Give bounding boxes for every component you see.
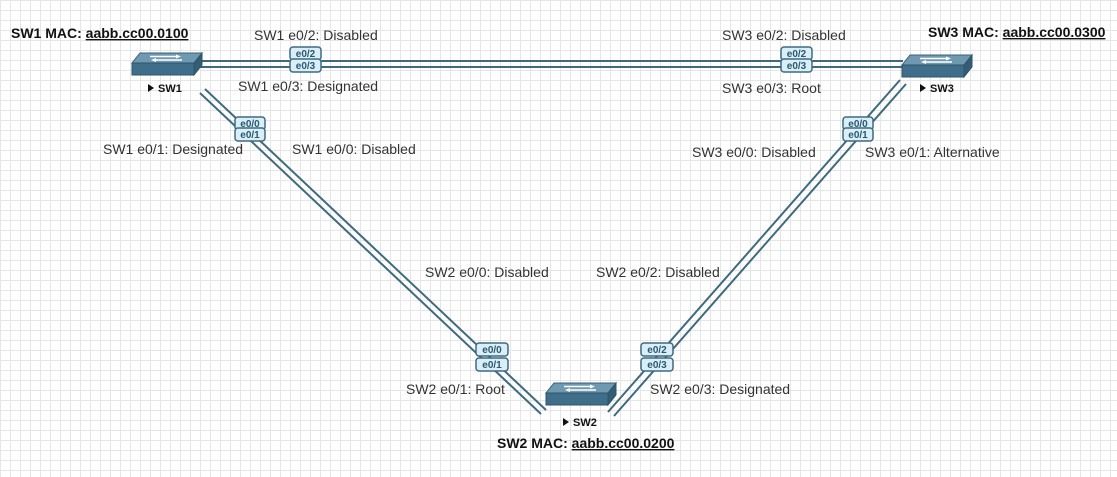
sw1-name-label: SW1	[148, 83, 182, 95]
label-sw1-e01-state: SW1 e0/1: Designated	[103, 141, 243, 157]
port-sw2-e02[interactable]: e0/2	[640, 342, 674, 357]
switch-sw1[interactable]	[131, 52, 203, 76]
sw3-name-label: SW3	[920, 83, 954, 95]
svg-text:e0/3: e0/3	[296, 61, 316, 72]
play-icon	[148, 84, 154, 92]
svg-text:SW1: SW1	[158, 83, 182, 95]
svg-text:e0/2: e0/2	[787, 49, 807, 60]
label-sw1-e02-state: SW1 e0/2: Disabled	[254, 27, 378, 43]
port-sw1-e01[interactable]: e0/1	[234, 127, 266, 142]
sw3-mac-label: SW3 MAC: aabb.cc00.0300	[928, 24, 1106, 40]
label-sw1-e00-state: SW1 e0/0: Disabled	[292, 141, 416, 157]
svg-text:e0/0: e0/0	[848, 119, 868, 130]
svg-text:e0/1: e0/1	[848, 130, 868, 141]
port-sw2-e00[interactable]: e0/0	[475, 342, 509, 357]
port-sw1-e03[interactable]: e0/3	[289, 58, 322, 73]
label-sw3-e00-state: SW3 e0/0: Disabled	[692, 144, 816, 160]
port-sw2-e03[interactable]: e0/3	[640, 357, 674, 372]
sw2-name-label: SW2	[563, 417, 597, 429]
port-sw3-e02[interactable]: e0/2	[780, 46, 813, 61]
switch-sw2[interactable]	[545, 382, 617, 406]
port-sw3-e00[interactable]: e0/0	[842, 116, 874, 131]
svg-text:SW2: SW2	[573, 417, 597, 429]
svg-text:e0/3: e0/3	[787, 61, 807, 72]
label-sw3-e01-state: SW3 e0/1: Alternative	[865, 144, 1000, 160]
svg-text:e0/2: e0/2	[296, 49, 316, 60]
port-sw2-e01[interactable]: e0/1	[475, 357, 509, 372]
svg-text:e0/1: e0/1	[240, 130, 260, 141]
label-sw2-e00-state: SW2 e0/0: Disabled	[425, 264, 549, 280]
svg-text:e0/0: e0/0	[482, 345, 502, 356]
port-sw3-e01[interactable]: e0/1	[842, 127, 874, 142]
port-sw1-e02[interactable]: e0/2	[289, 46, 322, 61]
svg-text:SW3: SW3	[930, 83, 954, 95]
sw1-mac-label: SW1 MAC: aabb.cc00.0100	[11, 25, 189, 41]
play-icon	[920, 84, 926, 92]
label-sw2-e02-state: SW2 e0/2: Disabled	[596, 264, 720, 280]
play-icon	[563, 418, 569, 426]
svg-text:e0/3: e0/3	[647, 360, 667, 371]
label-sw2-e01-state: SW2 e0/1: Root	[406, 381, 505, 397]
label-sw2-e03-state: SW2 e0/3: Designated	[650, 381, 790, 397]
svg-text:e0/1: e0/1	[482, 360, 502, 371]
label-sw1-e03-state: SW1 e0/3: Designated	[238, 78, 378, 94]
label-sw3-e02-state: SW3 e0/2: Disabled	[722, 27, 846, 43]
switch-sw3[interactable]	[901, 54, 973, 78]
sw2-mac-label: SW2 MAC: aabb.cc00.0200	[497, 435, 675, 451]
label-sw3-e03-state: SW3 e0/3: Root	[722, 80, 821, 96]
svg-text:e0/2: e0/2	[647, 345, 667, 356]
svg-text:e0/0: e0/0	[240, 119, 260, 130]
port-sw3-e03[interactable]: e0/3	[780, 58, 813, 73]
